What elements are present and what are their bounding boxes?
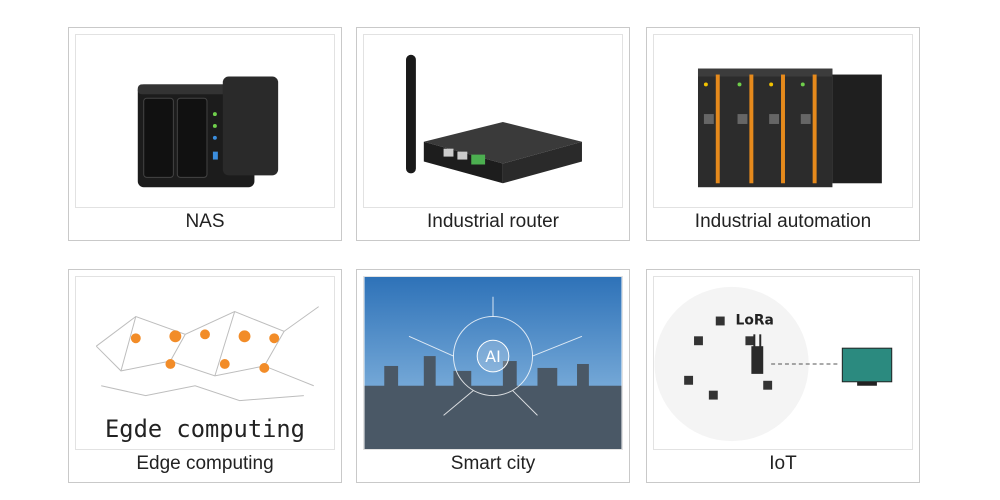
industrial-router-image (363, 34, 623, 208)
iot-image: LoRa (653, 276, 913, 450)
card-iot[interactable]: LoRa IoT (646, 269, 920, 483)
card-industrial-automation[interactable]: Industrial automation (646, 27, 920, 241)
card-label: Edge computing (136, 453, 274, 474)
nas-device-image (75, 34, 335, 208)
smart-city-image: AI (363, 276, 623, 450)
card-label: Industrial automation (694, 211, 872, 232)
card-smart-city[interactable]: AI Smart city (356, 269, 630, 483)
card-nas[interactable]: NAS (68, 27, 342, 241)
industrial-automation-image (653, 34, 913, 208)
edge-computing-image: Egde computing (75, 276, 335, 450)
card-industrial-router[interactable]: Industrial router (356, 27, 630, 241)
card-label: Smart city (450, 453, 536, 474)
edge-image-text: Egde computing (105, 415, 305, 443)
card-label: NAS (185, 211, 225, 232)
lora-image-text: LoRa (736, 312, 774, 328)
card-label: IoT (769, 453, 797, 474)
card-label: Industrial router (426, 211, 559, 232)
smart-city-image-text: AI (485, 347, 500, 366)
card-edge-computing[interactable]: Egde computing Edge computing (68, 269, 342, 483)
